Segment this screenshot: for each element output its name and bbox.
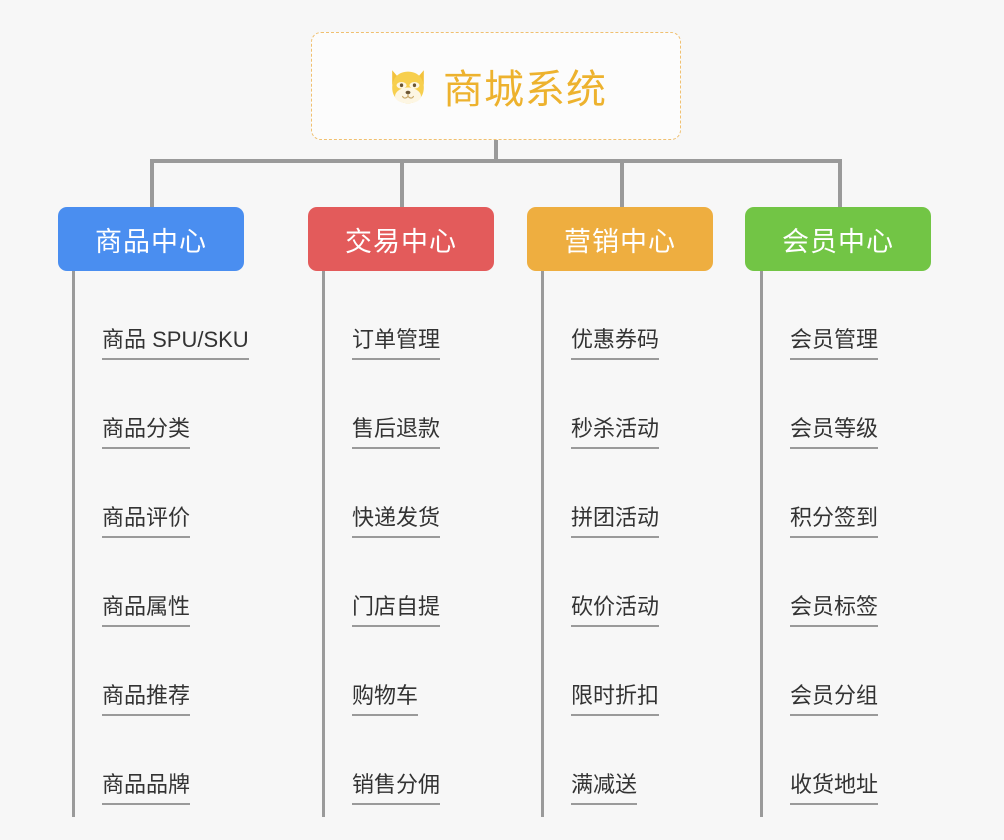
leaf-item[interactable]: 会员分组 <box>760 627 879 716</box>
branch-spine-3 <box>541 271 544 817</box>
leaf-label: 快递发货 <box>352 505 441 538</box>
leaf-item[interactable]: 限时折扣 <box>541 627 660 716</box>
leaf-item[interactable]: 秒杀活动 <box>541 360 660 449</box>
leaf-label: 满减送 <box>571 772 638 805</box>
leaf-label: 会员标签 <box>790 594 879 627</box>
branch-spine-2 <box>322 271 325 817</box>
leaf-label: 售后退款 <box>352 416 441 449</box>
leaf-item[interactable]: 满减送 <box>541 716 659 805</box>
leaf-item[interactable]: 收货地址 <box>760 716 879 805</box>
branch-spine-1 <box>72 271 75 817</box>
leaf-label: 商品品牌 <box>102 772 191 805</box>
leaf-item[interactable]: 商品推荐 <box>72 627 249 716</box>
leaf-item[interactable]: 积分签到 <box>760 449 879 538</box>
leaf-item[interactable]: 购物车 <box>322 627 440 716</box>
leaf-item[interactable]: 商品品牌 <box>72 716 249 805</box>
leaf-label: 限时折扣 <box>571 683 660 716</box>
leaf-label: 会员分组 <box>790 683 879 716</box>
leaf-label: 销售分佣 <box>352 772 441 805</box>
connector-drop-4 <box>838 159 842 207</box>
leaf-item[interactable]: 商品 SPU/SKU <box>72 271 249 360</box>
leaf-label: 优惠券码 <box>571 327 660 360</box>
leaf-item[interactable]: 拼团活动 <box>541 449 660 538</box>
leaf-item[interactable]: 会员标签 <box>760 538 879 627</box>
leaf-item[interactable]: 商品分类 <box>72 360 249 449</box>
category-label-4: 会员中心 <box>782 226 894 257</box>
leaf-label: 门店自提 <box>352 594 441 627</box>
connector-drop-1 <box>150 159 154 207</box>
leaf-label: 砍价活动 <box>571 594 660 627</box>
root-title: 商城系统 <box>443 68 607 112</box>
leaf-item[interactable]: 会员等级 <box>760 360 879 449</box>
branch-column-1: 商品 SPU/SKU 商品分类 商品评价 商品属性 商品推荐 商品品牌 <box>72 271 249 817</box>
leaf-label: 商品属性 <box>102 594 191 627</box>
leaf-item[interactable]: 优惠券码 <box>541 271 660 360</box>
category-label-2: 交易中心 <box>345 226 457 257</box>
branch-column-2: 订单管理 售后退款 快递发货 门店自提 购物车 销售分佣 <box>322 271 441 817</box>
leaf-item[interactable]: 订单管理 <box>322 271 441 360</box>
root-node[interactable]: 商城系统 <box>311 32 681 140</box>
shiba-dog-icon <box>385 63 431 109</box>
leaf-item[interactable]: 快递发货 <box>322 449 441 538</box>
category-box-4[interactable]: 会员中心 <box>745 207 931 271</box>
leaf-label: 收货地址 <box>790 772 879 805</box>
connector-drop-3 <box>620 159 624 207</box>
connector-drop-2 <box>400 159 404 207</box>
leaf-label: 商品分类 <box>102 416 191 449</box>
leaf-item[interactable]: 售后退款 <box>322 360 441 449</box>
leaf-item[interactable]: 商品属性 <box>72 538 249 627</box>
leaf-item[interactable]: 门店自提 <box>322 538 441 627</box>
leaf-label: 商品 SPU/SKU <box>102 327 249 360</box>
category-label-3: 营销中心 <box>564 226 676 257</box>
connector-root-stem <box>494 140 498 162</box>
leaf-label: 秒杀活动 <box>571 416 660 449</box>
leaf-label: 积分签到 <box>790 505 879 538</box>
branch-column-4: 会员管理 会员等级 积分签到 会员标签 会员分组 收货地址 <box>760 271 879 817</box>
leaf-label: 购物车 <box>352 683 419 716</box>
category-box-3[interactable]: 营销中心 <box>527 207 713 271</box>
leaf-label: 会员管理 <box>790 327 879 360</box>
leaf-label: 会员等级 <box>790 416 879 449</box>
category-box-2[interactable]: 交易中心 <box>308 207 494 271</box>
leaf-item[interactable]: 会员管理 <box>760 271 879 360</box>
leaf-item[interactable]: 砍价活动 <box>541 538 660 627</box>
branch-column-3: 优惠券码 秒杀活动 拼团活动 砍价活动 限时折扣 满减送 <box>541 271 660 817</box>
leaf-label: 商品评价 <box>102 505 191 538</box>
leaf-label: 商品推荐 <box>102 683 191 716</box>
category-label-1: 商品中心 <box>95 226 207 257</box>
leaf-label: 订单管理 <box>352 327 441 360</box>
leaf-label: 拼团活动 <box>571 505 660 538</box>
category-box-1[interactable]: 商品中心 <box>58 207 244 271</box>
leaf-item[interactable]: 销售分佣 <box>322 716 441 805</box>
connector-horizontal-bus <box>150 159 842 163</box>
leaf-item[interactable]: 商品评价 <box>72 449 249 538</box>
branch-spine-4 <box>760 271 763 817</box>
